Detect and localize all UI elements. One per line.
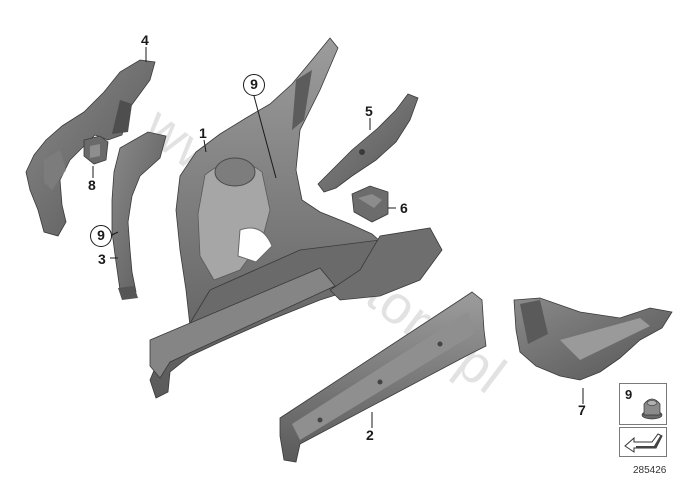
fastener-box: 9 xyxy=(619,383,667,425)
part-label-8: 8 xyxy=(88,177,96,193)
part-1-shape xyxy=(149,37,443,399)
part-4-shape xyxy=(25,59,156,237)
part-2-shape xyxy=(279,291,487,463)
part-label-7: 7 xyxy=(578,402,586,418)
direction-box xyxy=(619,427,667,457)
callout-9-left: 9 xyxy=(90,225,112,247)
part-7-shape xyxy=(513,297,673,381)
fastener-label: 9 xyxy=(625,387,633,402)
part-6-shape xyxy=(351,185,389,223)
part-8-shape xyxy=(83,135,109,165)
part-label-3: 3 xyxy=(98,251,106,267)
part-5-shape xyxy=(317,93,419,193)
part-label-5: 5 xyxy=(365,103,373,119)
part-label-4: 4 xyxy=(141,32,149,48)
part-label-2: 2 xyxy=(366,427,374,443)
direction-arrow-icon xyxy=(624,433,663,453)
part-label-6: 6 xyxy=(400,200,408,216)
part-label-1: 1 xyxy=(199,125,207,141)
nut-icon xyxy=(641,398,663,420)
part-3-shape xyxy=(111,131,167,300)
reference-number: 285426 xyxy=(633,465,667,476)
callout-9-upper: 9 xyxy=(243,74,265,96)
